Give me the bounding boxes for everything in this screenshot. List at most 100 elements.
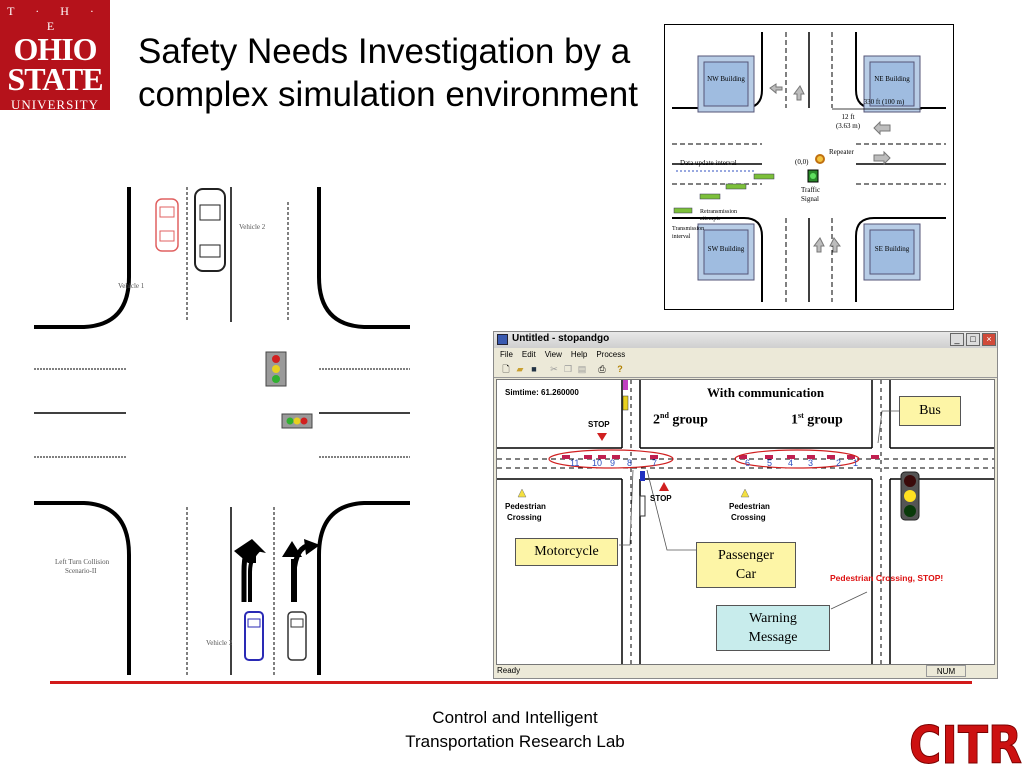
vehicle-yellow xyxy=(622,395,629,411)
se-building xyxy=(863,223,921,281)
retransmission-label-1: Retransmission xyxy=(700,209,737,215)
car-number-5: 5 xyxy=(767,458,772,468)
curb-nw xyxy=(34,187,131,329)
logo-the: T · H · E xyxy=(7,4,103,33)
window-title: Untitled - stopandgo xyxy=(512,333,610,344)
vehicle-1-label: Vehicle 1 xyxy=(118,282,145,290)
traffic-signal-label-2: Signal xyxy=(801,195,819,203)
curb-ne xyxy=(317,187,410,329)
left-turn-arrow xyxy=(234,539,266,602)
status-bar: Ready NUM xyxy=(494,665,997,678)
ne-building xyxy=(863,55,921,113)
car-number-9: 9 xyxy=(610,458,615,468)
open-folder-icon[interactable]: ▰ xyxy=(516,364,524,374)
vehicle-3-car xyxy=(244,611,264,661)
menu-bar: File Edit View Help Process xyxy=(494,348,997,362)
lane-width-label-2: (3.63 m) xyxy=(836,122,861,130)
vehicle-2-car xyxy=(194,188,226,272)
passenger-callout-line2: Car xyxy=(735,567,757,582)
turn-arrows xyxy=(769,83,891,253)
slide-title: Safety Needs Investigation by a complex … xyxy=(138,32,638,114)
ne-building-label: NE Building xyxy=(874,75,910,83)
second-group-sup: nd xyxy=(660,411,669,420)
stop-label-1: STOP xyxy=(588,420,610,429)
menu-edit[interactable]: Edit xyxy=(521,350,536,359)
passenger-car-vehicle xyxy=(639,495,646,517)
scenario-label-line1: Left Turn Collision xyxy=(55,558,110,566)
straight-right-arrow xyxy=(282,539,320,602)
second-group-cars xyxy=(548,449,674,469)
pedestrian-warning-icon-2 xyxy=(740,488,750,498)
cut-icon[interactable]: ✂ xyxy=(550,364,558,374)
copy-icon[interactable]: ❐ xyxy=(563,364,573,374)
simtime-label: Simtime: 61.260000 xyxy=(505,388,579,397)
status-num: NUM xyxy=(926,665,966,677)
new-file-icon[interactable]: 🗋 xyxy=(502,364,510,374)
traffic-light-vertical xyxy=(265,351,287,387)
nw-building-label: NW Building xyxy=(707,75,745,83)
print-icon[interactable]: ⎙ xyxy=(598,364,606,374)
packet-blocks xyxy=(673,173,775,214)
repeater-icon xyxy=(815,154,825,164)
minimize-button[interactable]: _ xyxy=(950,333,964,346)
lab-name-line2: Transportation Research Lab xyxy=(405,732,625,751)
vehicle-3-label: Vehicle 3 xyxy=(206,639,233,647)
motorcycle-vehicle xyxy=(640,471,645,481)
car-number-10: 10 xyxy=(592,458,602,468)
pedestrian-label-1a: Pedestrian xyxy=(505,502,546,511)
simulation-window: Untitled - stopandgo _ □ × File Edit View H… xyxy=(493,331,998,679)
left-turn-scenario-diagram: Vehicle 2 Vehicle 1 Vehicle 3 Left Turn … xyxy=(34,187,410,675)
menu-help[interactable]: Help xyxy=(570,350,588,359)
simulation-road-map: 11 10 9 8 7 6 5 4 3 2 1 xyxy=(497,380,994,664)
paste-icon[interactable]: ▤ xyxy=(577,364,587,374)
car-number-1: 1 xyxy=(853,458,858,468)
menu-view[interactable]: View xyxy=(544,350,562,359)
lab-name-line1: Control and Intelligent xyxy=(432,708,598,727)
car-number-4: 4 xyxy=(788,458,793,468)
car-number-11: 11 xyxy=(570,458,579,468)
first-group-num: 1 xyxy=(791,412,798,428)
menu-process[interactable]: Process xyxy=(596,350,626,359)
motorcycle-callout: Motorcycle xyxy=(515,538,618,566)
parked-car xyxy=(287,611,307,661)
vehicle-2-label: Vehicle 2 xyxy=(239,223,266,231)
simulation-canvas: 11 10 9 8 7 6 5 4 3 2 1 xyxy=(496,379,995,665)
vehicle-magenta xyxy=(623,380,628,390)
pedestrian-warning-icon-1 xyxy=(517,488,527,498)
car-number-2: 2 xyxy=(836,458,841,468)
menu-file[interactable]: File xyxy=(500,350,513,359)
with-communication-label: With communication xyxy=(707,385,825,400)
repeater-label: Repeater xyxy=(829,148,855,156)
warning-callout-line1: Warning xyxy=(749,611,797,626)
transmission-label-2: interval xyxy=(672,234,691,240)
sim-traffic-light xyxy=(900,471,920,521)
second-group-num: 2 xyxy=(653,412,660,428)
first-group-label: 1st group xyxy=(791,411,843,429)
origin-label: (0,0) xyxy=(795,158,809,166)
traffic-light-horizontal xyxy=(281,413,313,429)
sw-building-label: SW Building xyxy=(708,245,745,253)
first-group-word: group xyxy=(803,412,843,428)
warning-callout-line2: Message xyxy=(748,630,798,645)
data-update-interval-label: Data update interval xyxy=(680,159,737,167)
citr-logo: CITR xyxy=(909,716,1023,768)
lab-name: Control and Intelligent Transportation R… xyxy=(360,706,670,754)
first-group-cars xyxy=(734,449,879,469)
car-number-3: 3 xyxy=(808,458,813,468)
maximize-button[interactable]: □ xyxy=(966,333,980,346)
bus-callout: Bus xyxy=(899,396,961,426)
logo-university: UNIVERSITY xyxy=(11,97,99,112)
se-building-label: SE Building xyxy=(875,245,910,253)
lane-width-label-1: 12 ft xyxy=(841,113,854,121)
window-titlebar[interactable]: Untitled - stopandgo _ □ × xyxy=(494,332,997,348)
close-button[interactable]: × xyxy=(982,333,996,346)
save-icon[interactable]: ■ xyxy=(531,364,537,374)
car-number-7: 7 xyxy=(652,458,657,468)
sw-building xyxy=(697,223,755,281)
app-icon xyxy=(497,334,508,345)
first-group-sup: st xyxy=(798,411,804,420)
citr-logo-text: CITR xyxy=(909,716,1022,768)
status-ready: Ready xyxy=(497,666,521,675)
car-number-6: 6 xyxy=(745,458,750,468)
help-icon[interactable]: ? xyxy=(617,364,623,374)
